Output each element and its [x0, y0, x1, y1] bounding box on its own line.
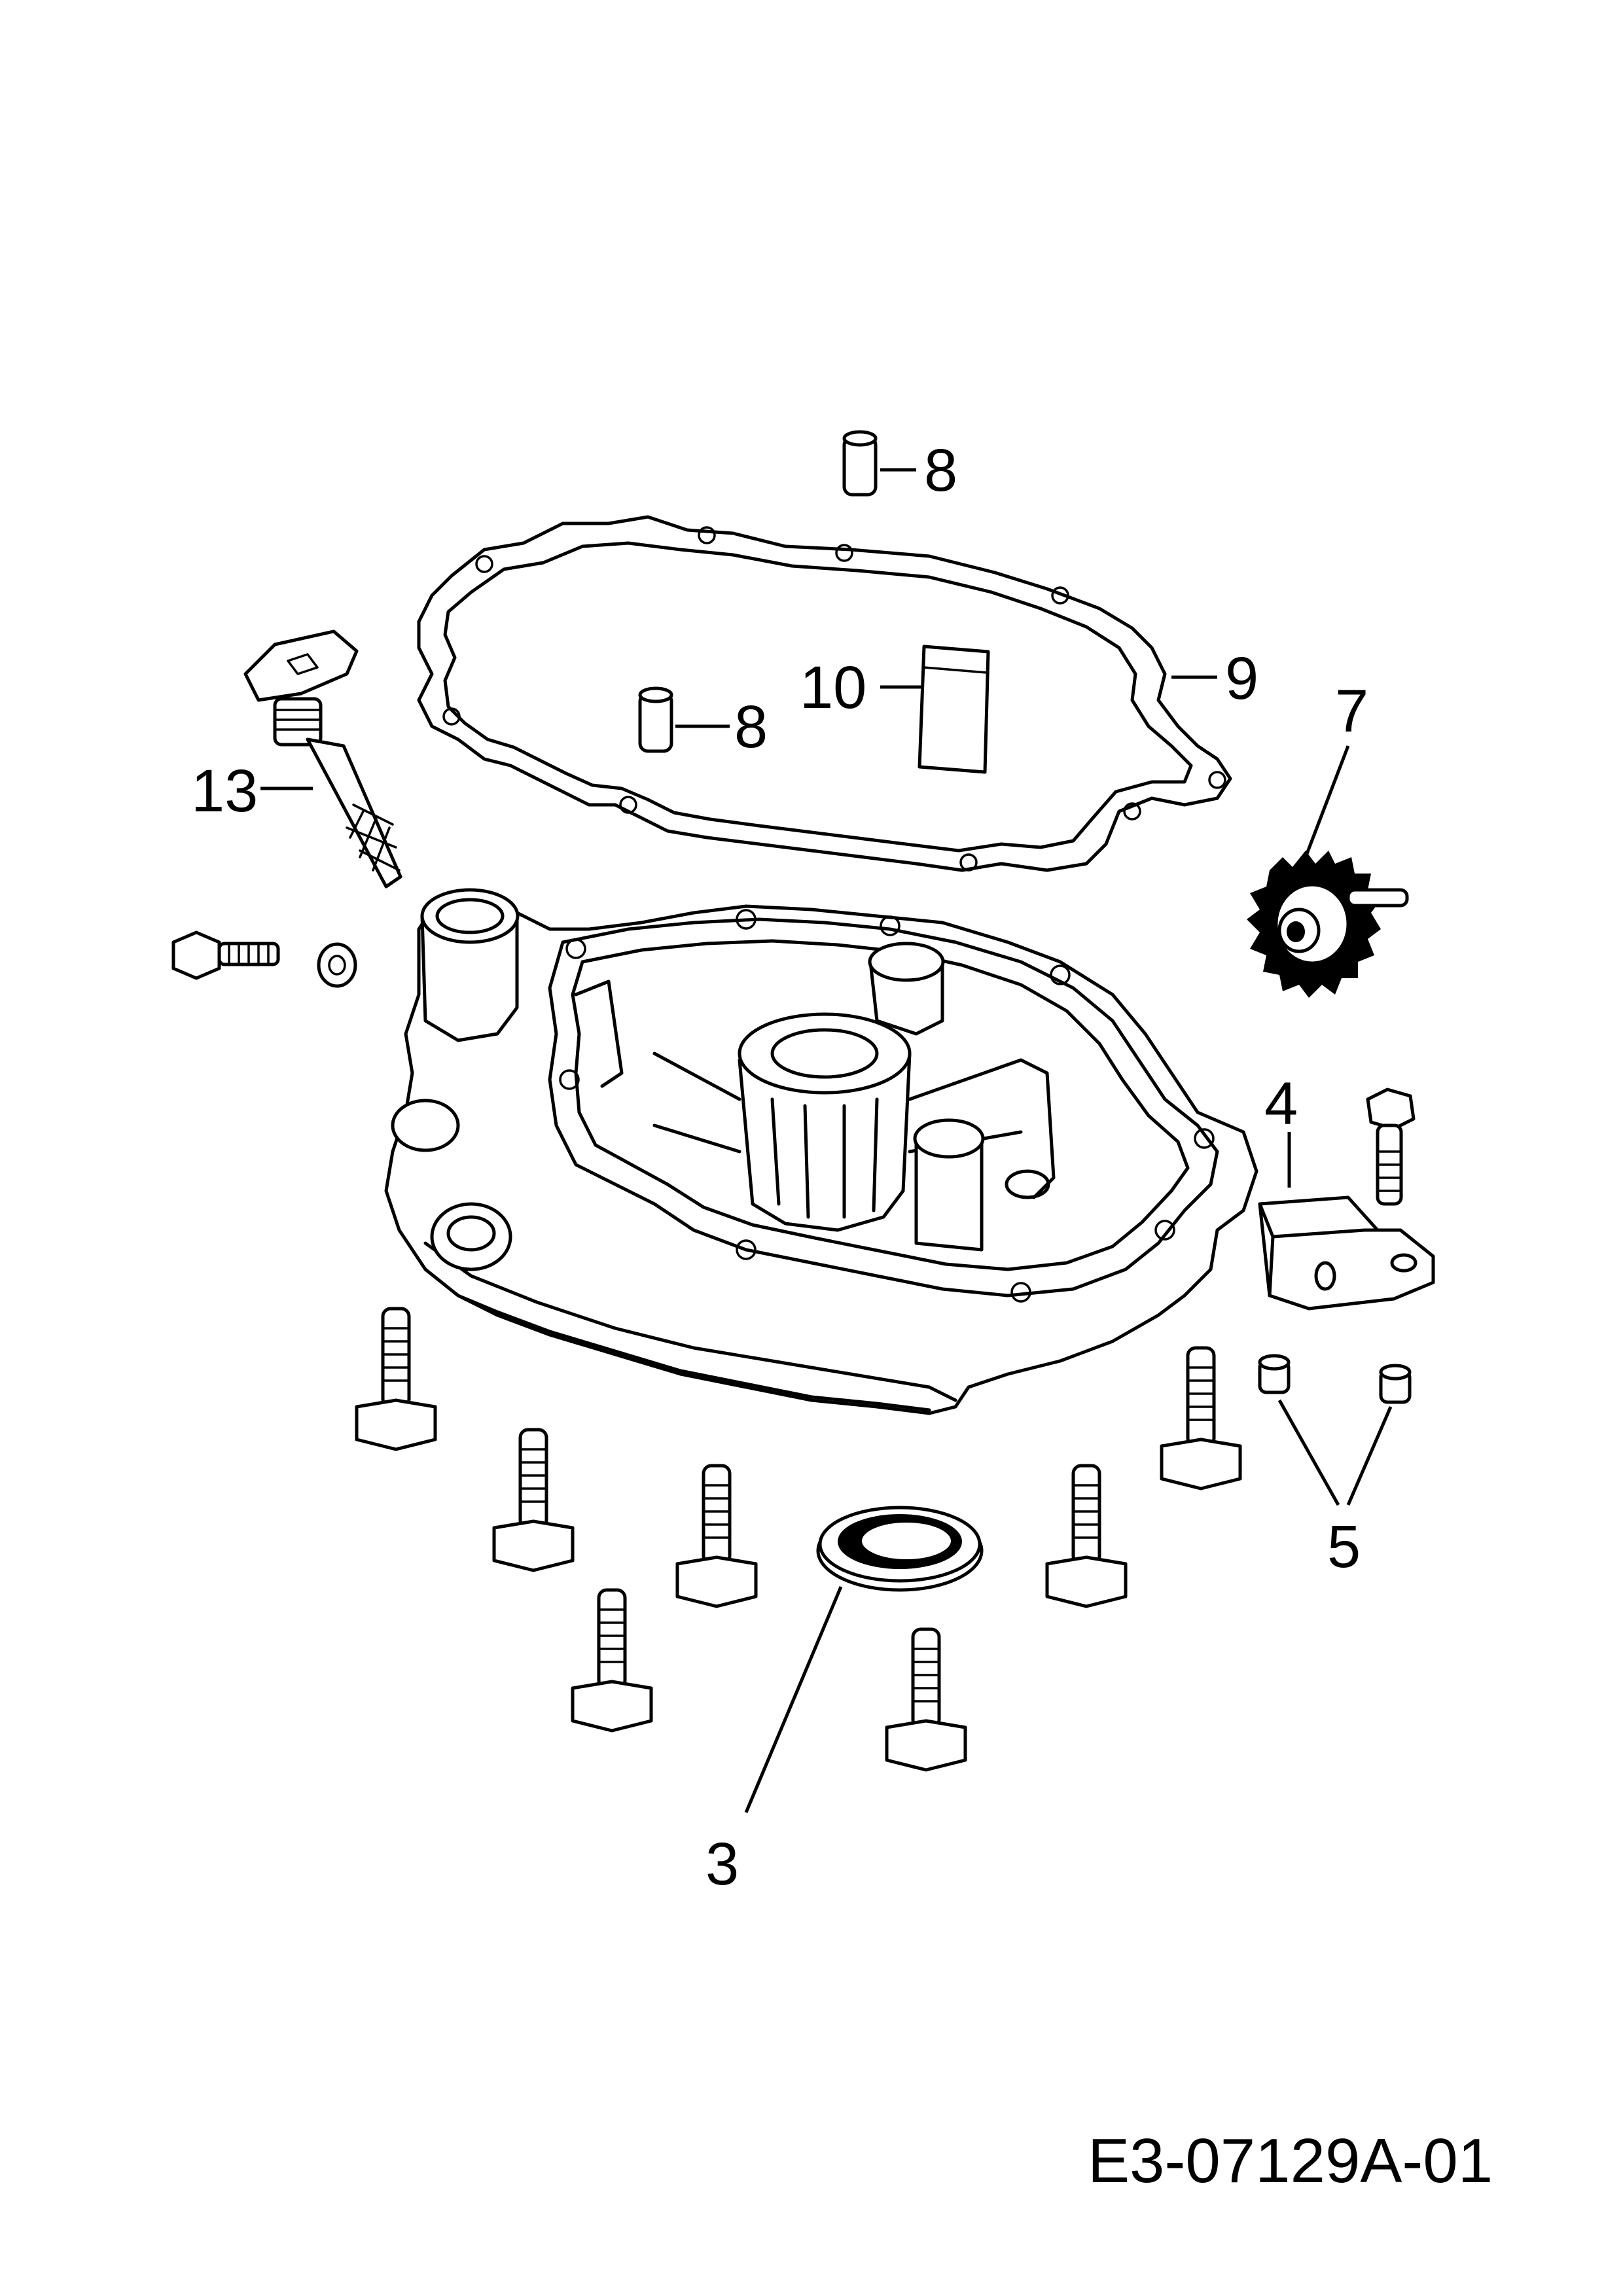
callout-3: 3 [705, 1831, 739, 1898]
drawing-id: E3-07129A-01 [1088, 2126, 1493, 2196]
callout-8-lower: 8 [734, 694, 768, 760]
part-bolt-and-washer-left [171, 930, 357, 988]
flange-bolt [571, 1588, 653, 1733]
part-10-key [880, 645, 990, 774]
callout-7: 7 [1335, 678, 1368, 745]
part-13-oil-dipstick [243, 629, 402, 889]
part-8-dowel-pin-lower [638, 686, 730, 753]
part-8-dowel-pin-top [842, 430, 916, 497]
flange-bolt [1160, 1346, 1242, 1491]
flange-bolt [675, 1464, 758, 1608]
callout-10: 10 [800, 654, 866, 721]
part-5-dowel-pins [1258, 1354, 1412, 1506]
flange-bolt [885, 1627, 967, 1772]
flange-bolt [492, 1428, 575, 1572]
callout-9: 9 [1225, 645, 1258, 712]
callout-4: 4 [1264, 1070, 1298, 1137]
part-9-gasket [417, 515, 1232, 872]
callout-5: 5 [1327, 1513, 1361, 1580]
part-crankcase-cover [384, 888, 1258, 1415]
flange-bolt [355, 1307, 437, 1451]
callout-8-top: 8 [924, 437, 957, 504]
part-7-governor-gear [1247, 745, 1409, 998]
part-3-oil-seal [744, 1506, 984, 1813]
callout-13: 13 [191, 758, 258, 824]
part-4-bracket [1258, 1132, 1435, 1311]
flange-bolts [355, 1307, 1242, 1772]
flange-bolt [1045, 1464, 1128, 1608]
part-bracket-bolt [1366, 1087, 1416, 1206]
